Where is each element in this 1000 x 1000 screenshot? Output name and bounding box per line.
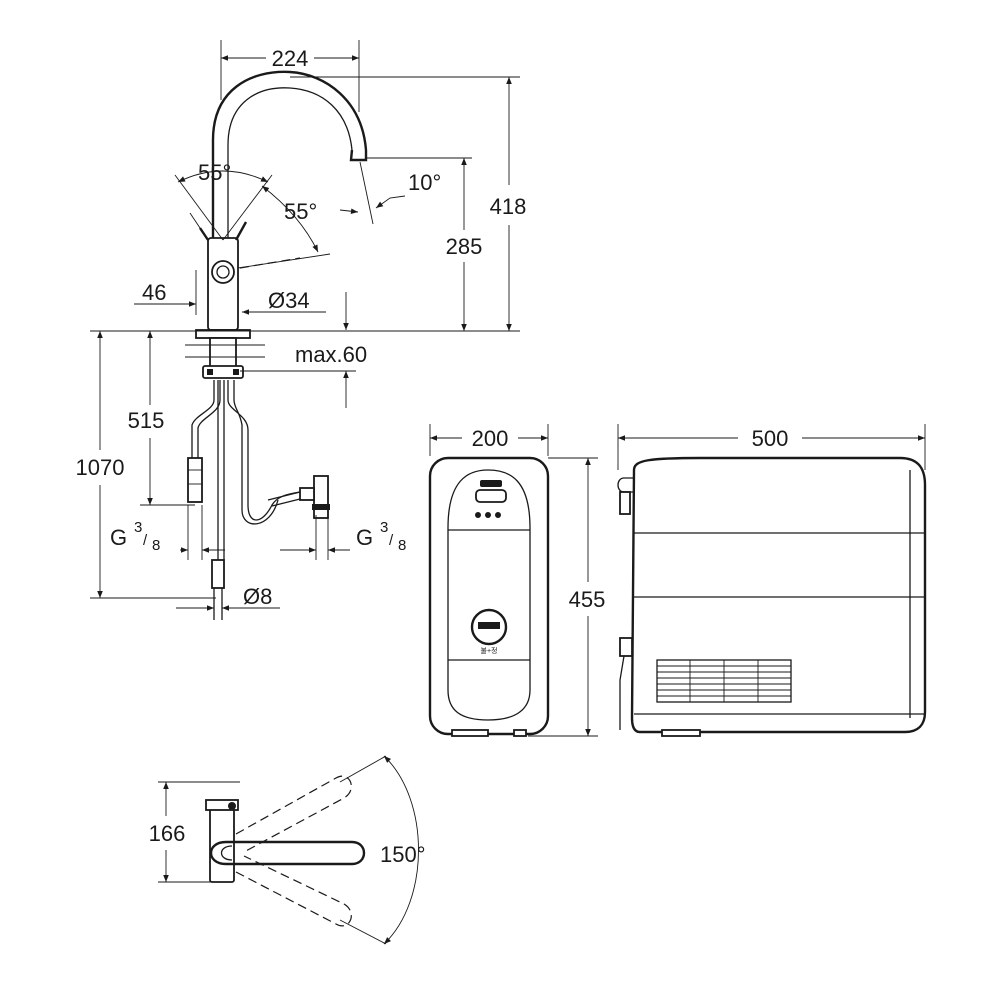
hose-left	[191, 380, 221, 460]
dim-46: 46	[142, 280, 166, 305]
plan-spout-dash-bottom	[235, 855, 352, 927]
foot-right	[513, 729, 527, 737]
dim-224: 224	[272, 46, 309, 71]
dim-418: 418	[490, 194, 527, 219]
dim-166: 166	[149, 821, 186, 846]
dim-150deg: 150°	[380, 842, 426, 867]
feed-connector	[211, 559, 225, 589]
unit-side-view: 500	[617, 424, 927, 737]
nut-detail-r	[233, 369, 239, 375]
unit-label: 불+정	[481, 646, 498, 655]
angle-line-right	[222, 174, 273, 241]
lever-left	[199, 227, 209, 241]
power-cable	[619, 655, 625, 730]
plan-spout-dash-top	[235, 775, 352, 853]
g38-left-num: 3	[134, 519, 142, 536]
dim-g38-right: G 3 / 8	[280, 515, 406, 560]
led-3	[495, 512, 501, 518]
g38-left-slash: /	[143, 532, 148, 549]
dim-34: Ø34	[268, 288, 310, 313]
angle-arc-right	[261, 185, 319, 253]
dim-8: Ø8	[243, 584, 272, 609]
foot-left	[451, 729, 489, 737]
g38-right-slash: /	[389, 532, 394, 549]
g38-left-den: 8	[152, 537, 160, 554]
angle-dashed	[239, 257, 301, 269]
unit-side-body	[630, 456, 927, 734]
dim-500: 500	[752, 426, 789, 451]
lever-left-ext	[189, 212, 201, 229]
filter-head	[470, 608, 508, 646]
plan-angle-ext-top	[339, 755, 387, 783]
angle-line-left	[174, 174, 224, 241]
spout-arc	[211, 70, 368, 238]
unit-front-view: 불+정 200 455	[428, 424, 606, 737]
plan-spout-hub	[220, 845, 233, 861]
hose-center	[217, 380, 225, 560]
tee-branch	[299, 487, 315, 501]
faucet-elevation	[174, 70, 368, 620]
vent-slots	[657, 660, 791, 702]
hose-braid	[267, 491, 305, 507]
g38-right-num: 3	[380, 519, 388, 536]
faucet-body	[207, 237, 239, 331]
side-connector-valve	[619, 491, 631, 515]
g38-right-den: 8	[398, 537, 406, 554]
dim-200: 200	[472, 426, 509, 451]
faucet-dimensions: 224 418 285 10° 55° 55° 46 Ø34 max.60	[76, 40, 527, 618]
mount-shank	[209, 337, 237, 369]
dim-55-right: 55°	[284, 199, 317, 224]
led-2	[485, 512, 491, 518]
tilt-line	[359, 161, 374, 225]
tee-nut	[312, 504, 330, 510]
tilt-arrow-l	[339, 208, 359, 215]
dim-285: 285	[446, 234, 483, 259]
g38-right-g: G	[356, 525, 373, 550]
dim-max60: max.60	[295, 342, 367, 367]
unit-front-panel	[447, 469, 531, 721]
plan-angle-arc	[383, 755, 419, 945]
spout-arc-inner	[227, 87, 353, 238]
nut-detail-l	[207, 369, 213, 375]
side-connector-top	[617, 477, 634, 493]
dim-515: 515	[128, 408, 165, 433]
plan-angle-ext-bottom	[339, 919, 387, 945]
dim-10deg: 10°	[408, 170, 441, 195]
plan-lever	[205, 799, 239, 811]
front-indicator	[480, 480, 502, 487]
lever	[234, 221, 248, 241]
dim-455: 455	[569, 587, 606, 612]
unit-front-body	[428, 456, 550, 736]
filter-display	[478, 622, 500, 629]
dim-55-left: 55°	[198, 160, 231, 185]
front-led-bar	[475, 489, 507, 503]
dim-g38-left: G 3 / 8	[110, 505, 225, 560]
spout-tip	[349, 149, 368, 162]
plan-lever-tip	[228, 802, 236, 810]
plan-view: 150° 166	[149, 755, 426, 945]
tee-valve	[313, 475, 329, 519]
handle-knob	[211, 260, 235, 284]
tilt-arrow-r	[375, 195, 406, 209]
connector-left	[187, 457, 203, 503]
led-1	[475, 512, 481, 518]
side-foot	[661, 729, 701, 737]
angle-arc-top	[177, 170, 269, 183]
plan-spout	[209, 840, 366, 866]
dim-1070: 1070	[76, 455, 125, 480]
side-power-plug	[619, 637, 633, 657]
handle-knob-inner	[216, 265, 230, 279]
g38-left-g: G	[110, 525, 127, 550]
